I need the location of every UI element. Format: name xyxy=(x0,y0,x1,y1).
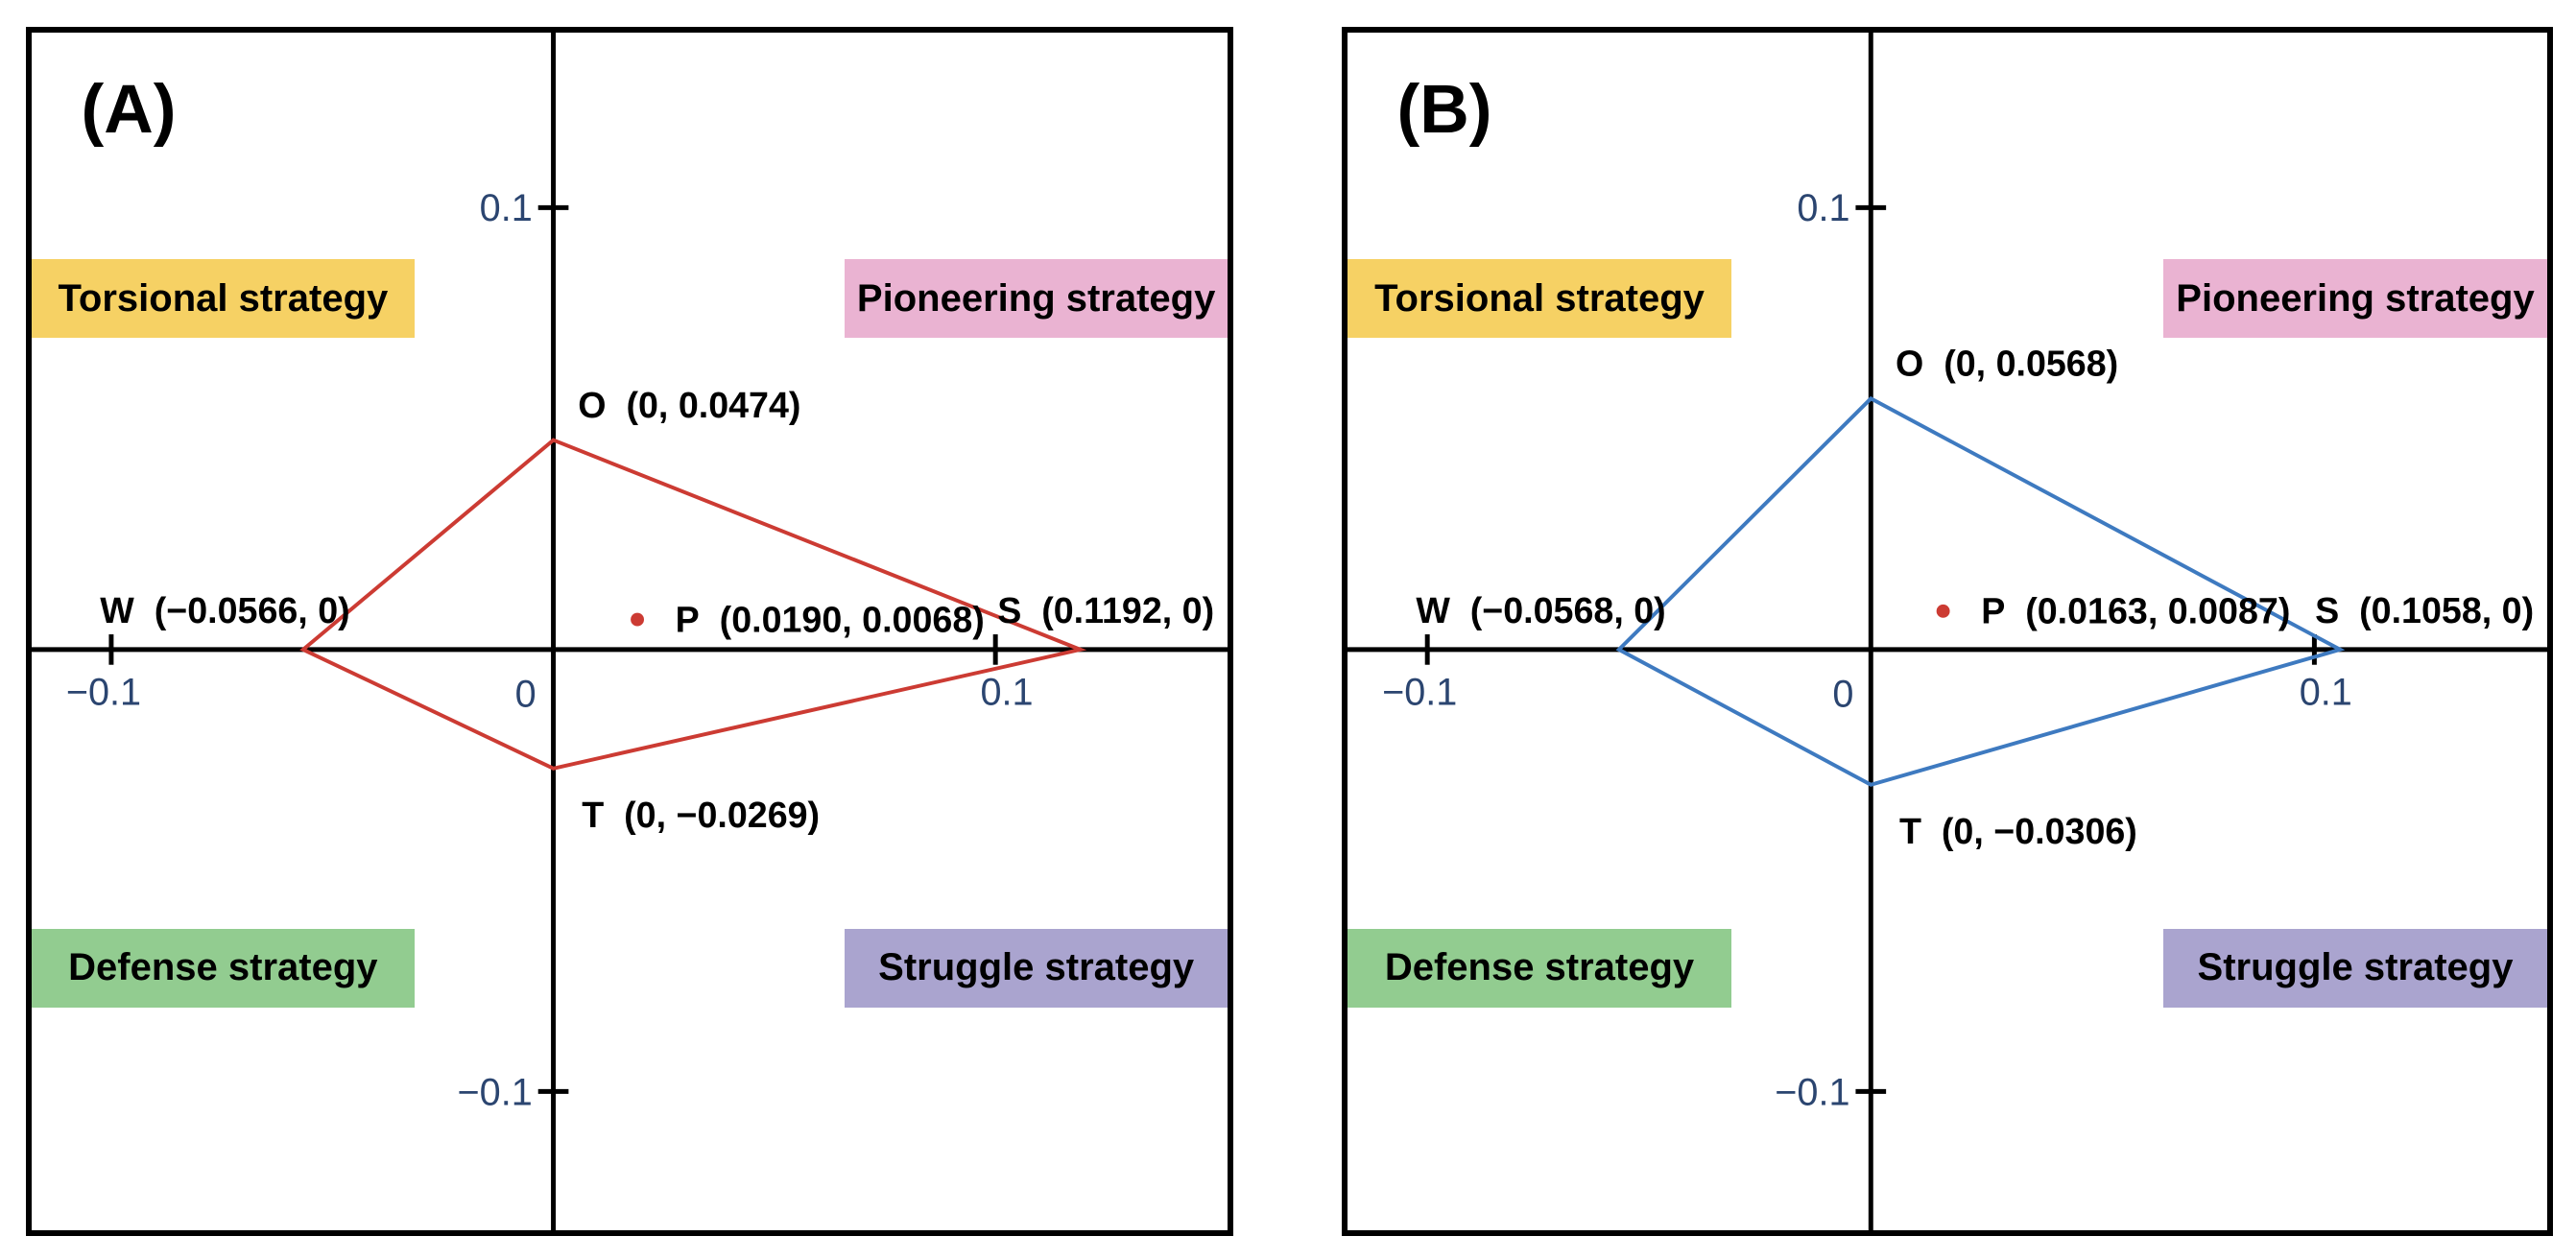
y-tick-label: −0.1 xyxy=(1775,1071,1849,1113)
vertex-label-O: O (0, 0.0474) xyxy=(578,385,800,425)
vertex-label-W: W (−0.0568, 0) xyxy=(1416,590,1665,630)
vertex-label-T: T (0, −0.0269) xyxy=(582,795,820,835)
panel-B: −0.1 0 0.1 0.1 −0.1 O (0, 0.0568) S (0.1058, 0… xyxy=(1342,27,2553,1236)
x-tick-label: −0.1 xyxy=(66,671,141,713)
vertex-label-O: O (0, 0.0568) xyxy=(1896,344,2118,384)
y-tick-label: 0.1 xyxy=(480,187,533,229)
chart-A: −0.1 0 0.1 0.1 −0.1 O (0, 0.0474) S (0.1192, 0… xyxy=(32,33,1228,1230)
vertex-label-T: T (0, −0.0306) xyxy=(1899,811,2137,851)
quadrant-label-pioneering: Pioneering strategy xyxy=(845,258,1228,339)
quadrant-label-pioneering: Pioneering strategy xyxy=(2163,258,2547,339)
point-P xyxy=(1936,604,1950,618)
point-P-label: P (0.0163, 0.0087) xyxy=(1981,591,2290,631)
x-tick-label: −0.1 xyxy=(1382,671,1457,713)
x-tick-label: 0.1 xyxy=(981,671,1034,713)
x-tick-label: 0 xyxy=(515,673,537,715)
quadrant-label-torsional: Torsional strategy xyxy=(32,258,415,339)
panel-letter: (A) xyxy=(82,71,177,148)
vertex-label-W: W (−0.0566, 0) xyxy=(100,590,349,630)
quadrant-label-struggle: Struggle strategy xyxy=(845,928,1228,1008)
swot-quadrilateral xyxy=(1615,395,2346,787)
quadrant-label-struggle: Struggle strategy xyxy=(2163,928,2547,1008)
quadrant-label-defense: Defense strategy xyxy=(1348,928,1731,1008)
point-P-label: P (0.0190, 0.0068) xyxy=(676,599,985,639)
point-P xyxy=(631,612,644,627)
panel-letter: (B) xyxy=(1397,71,1492,148)
vertex-label-S: S (0.1058, 0) xyxy=(2315,590,2534,630)
quadrant-label-torsional: Torsional strategy xyxy=(1348,258,1731,339)
x-tick-label: 0.1 xyxy=(2300,671,2352,713)
swot-quadrilateral xyxy=(299,438,1087,771)
quadrant-label-defense: Defense strategy xyxy=(32,928,415,1008)
panel-A: −0.1 0 0.1 0.1 −0.1 O (0, 0.0474) S (0.1192, 0… xyxy=(26,27,1233,1236)
chart-B: −0.1 0 0.1 0.1 −0.1 O (0, 0.0568) S (0.1058, 0… xyxy=(1348,33,2547,1230)
y-tick-label: 0.1 xyxy=(1797,187,1849,229)
y-tick-label: −0.1 xyxy=(458,1071,533,1113)
vertex-label-S: S (0.1192, 0) xyxy=(997,590,1214,630)
x-tick-label: 0 xyxy=(1832,673,1853,715)
